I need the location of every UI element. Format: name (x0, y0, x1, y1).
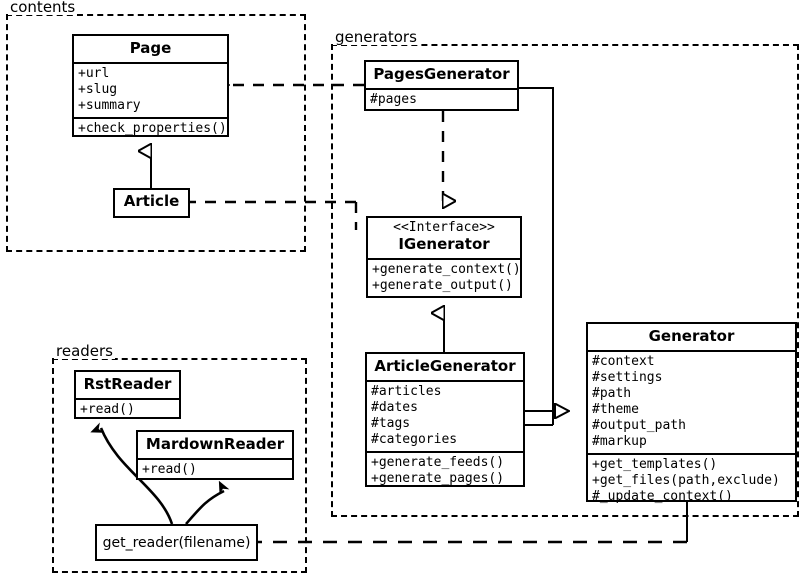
attribute: +summary (78, 98, 141, 113)
class-page-name: Page (74, 36, 227, 64)
class-page-operations: +check_properties() (74, 117, 227, 140)
class-igenerator[interactable]: <<Interface>> IGenerator +generate_conte… (366, 216, 522, 298)
class-mardownreader[interactable]: MardownReader +read() (136, 430, 294, 480)
package-readers (52, 358, 307, 573)
attribute: +url (78, 66, 110, 81)
attribute: #path (592, 386, 632, 401)
attribute: #tags (371, 416, 411, 431)
operation: +generate_output() (372, 278, 513, 293)
attribute: +slug (78, 82, 118, 97)
attribute: #context (592, 354, 655, 369)
function-get-reader-label: get_reader(filename) (102, 534, 251, 551)
class-generator-operations: +get_templates() +get_files(path,exclude… (588, 453, 795, 508)
operation: +read() (142, 462, 197, 477)
attribute: #theme (592, 402, 639, 417)
package-generators-label: generators (333, 28, 419, 46)
class-page[interactable]: Page +url +slug +summary +check_properti… (72, 34, 229, 137)
operation: +get_files(path,exclude) (592, 473, 780, 488)
class-mardownreader-operations: +read() (138, 460, 292, 481)
attribute: #pages (370, 92, 417, 107)
class-pagesgenerator-name: PagesGenerator (366, 62, 517, 90)
operation: #_update_context() (592, 489, 733, 504)
attribute: #markup (592, 434, 647, 449)
attribute: #settings (592, 370, 663, 385)
class-article-name: Article (123, 192, 180, 210)
class-pagesgenerator-attributes: #pages (366, 90, 517, 111)
class-generator-name: Generator (588, 324, 795, 352)
class-mardownreader-name: MardownReader (138, 432, 292, 460)
class-igenerator-name: <<Interface>> IGenerator (368, 218, 520, 260)
operation: +read() (80, 402, 135, 417)
class-igenerator-stereotype: <<Interface>> (393, 220, 495, 235)
class-articlegenerator-name: ArticleGenerator (367, 354, 523, 382)
class-rstreader[interactable]: RstReader +read() (74, 370, 181, 419)
class-articlegenerator-attributes: #articles #dates #tags #categories (367, 382, 523, 451)
package-contents (6, 14, 306, 252)
attribute: #categories (371, 432, 458, 447)
class-rstreader-operations: +read() (76, 400, 179, 421)
attribute: #output_path (592, 418, 686, 433)
attribute: #articles (371, 384, 442, 399)
function-get-reader[interactable]: get_reader(filename) (95, 524, 258, 561)
operation: +generate_context() (372, 262, 521, 277)
operation: +generate_feeds() (371, 455, 505, 470)
class-rstreader-name: RstReader (76, 372, 179, 400)
operation: +get_templates() (592, 457, 718, 472)
attribute: #dates (371, 400, 418, 415)
package-contents-label: contents (8, 0, 78, 16)
class-generator-attributes: #context #settings #path #theme #output_… (588, 352, 795, 453)
class-igenerator-operations: +generate_context() +generate_output() (368, 260, 521, 297)
class-articlegenerator[interactable]: ArticleGenerator #articles #dates #tags … (365, 352, 525, 487)
class-pagesgenerator[interactable]: PagesGenerator #pages (364, 60, 519, 111)
package-generators (331, 44, 799, 517)
class-articlegenerator-operations: +generate_feeds() +generate_pages() (367, 451, 523, 490)
class-page-attributes: +url +slug +summary (74, 64, 227, 117)
package-readers-label: readers (54, 342, 115, 360)
operation: +generate_pages() (371, 471, 505, 486)
class-igenerator-title: IGenerator (398, 235, 490, 253)
operation: +check_properties() (78, 121, 227, 136)
class-generator[interactable]: Generator #context #settings #path #them… (586, 322, 797, 504)
class-article[interactable]: Article (113, 188, 190, 218)
